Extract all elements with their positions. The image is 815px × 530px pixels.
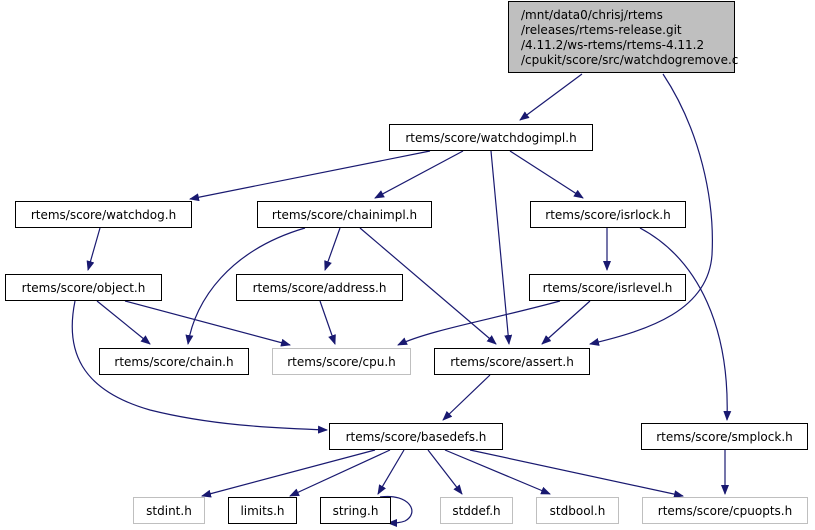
- edge-chainimpl-to-assert: [359, 227, 497, 345]
- node-basedefs[interactable]: rtems/score/basedefs.h: [329, 423, 503, 450]
- node-limits[interactable]: limits.h: [228, 497, 297, 524]
- edge-watchdogimpl-to-chainimpl: [374, 150, 464, 199]
- edge-watchdogimpl-to-isrlock: [509, 150, 584, 199]
- edge-basedefs-to-cpuopts: [469, 449, 684, 499]
- node-assert[interactable]: rtems/score/assert.h: [434, 348, 590, 375]
- node-address[interactable]: rtems/score/address.h: [236, 274, 403, 301]
- edge-root-to-watchdogimpl: [519, 73, 583, 121]
- node-stddef[interactable]: stddef.h: [440, 497, 513, 524]
- node-watchdogimpl[interactable]: rtems/score/watchdogimpl.h: [389, 124, 593, 151]
- edge-basedefs-to-limits: [289, 449, 391, 497]
- node-watchdog[interactable]: rtems/score/watchdog.h: [15, 201, 192, 228]
- edge-watchdog-to-object: [86, 227, 101, 271]
- edge-isrlevel-to-assert: [541, 300, 591, 345]
- node-isrlevel[interactable]: rtems/score/isrlevel.h: [529, 274, 686, 301]
- node-chainimpl[interactable]: rtems/score/chainimpl.h: [257, 201, 432, 228]
- node-smplock[interactable]: rtems/score/smplock.h: [641, 423, 808, 450]
- edge-address-to-cpu: [319, 300, 336, 345]
- edge-chainimpl-to-address: [324, 227, 341, 271]
- edge-basedefs-to-string: [377, 449, 405, 495]
- edge-basedefs-to-stdint: [201, 449, 376, 498]
- root-label-line: /mnt/data0/chrisj/rtems: [521, 8, 663, 22]
- edge-isrlevel-to-cpu: [397, 300, 561, 346]
- edge-object-to-chain: [96, 300, 151, 345]
- edge-assert-to-basedefs: [442, 374, 491, 421]
- node-watchdogremove-c[interactable]: /mnt/data0/chrisj/rtems /releases/rtems-…: [508, 1, 739, 73]
- edge-watchdogimpl-to-watchdog: [189, 150, 431, 202]
- edge-string-to-string: [379, 495, 413, 527]
- node-string[interactable]: string.h: [320, 497, 391, 524]
- edge-object-to-cpu: [124, 300, 291, 347]
- edge-basedefs-to-stdbool: [444, 449, 551, 495]
- edge-object-to-basedefs: [71, 300, 328, 434]
- node-chain[interactable]: rtems/score/chain.h: [99, 348, 249, 375]
- node-stdbool[interactable]: stdbool.h: [536, 497, 619, 524]
- edge-chainimpl-to-chain: [185, 227, 306, 345]
- root-label-line: /4.11.2/ws-rtems/rtems-4.11.2: [521, 38, 705, 52]
- node-cpu[interactable]: rtems/score/cpu.h: [272, 348, 411, 375]
- root-label-line: /cpukit/score/src/watchdogremove.c: [521, 53, 739, 67]
- edge-basedefs-to-stddef: [427, 449, 463, 495]
- edge-root-to-assert: [589, 73, 713, 346]
- node-isrlock[interactable]: rtems/score/isrlock.h: [530, 201, 686, 228]
- edge-watchdogimpl-to-assert: [490, 150, 513, 345]
- edge-isrlock-to-smplock: [639, 227, 732, 421]
- root-label-line: /releases/rtems-release.git: [521, 23, 682, 37]
- node-stdint[interactable]: stdint.h: [133, 497, 205, 524]
- node-cpuopts[interactable]: rtems/score/cpuopts.h: [642, 497, 808, 524]
- node-object[interactable]: rtems/score/object.h: [5, 274, 162, 301]
